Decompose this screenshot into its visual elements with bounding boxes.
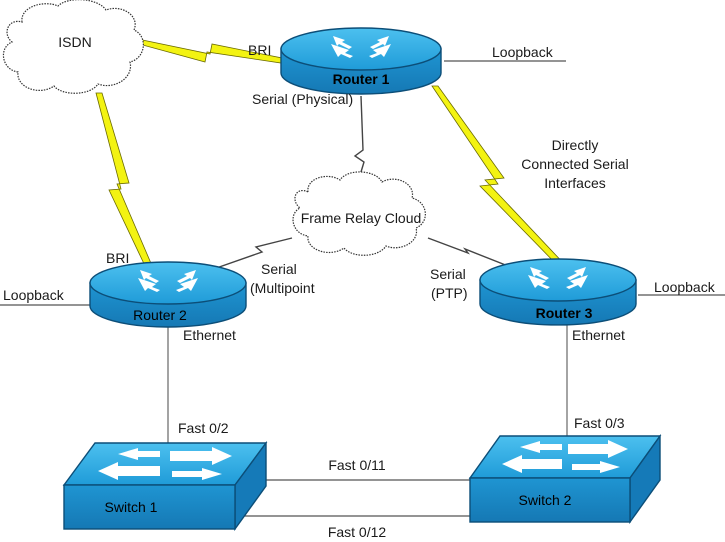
router-1-loopback-label: Loopback (492, 44, 554, 60)
frame-relay-cloud: Frame Relay Cloud (292, 171, 426, 256)
router-2-bri-label: BRI (106, 250, 129, 266)
switch-2-port-label: Fast 0/3 (574, 415, 625, 431)
router-2[interactable]: Router 2 (89, 261, 247, 328)
switch-icon (468, 433, 662, 525)
router-3-loopback-label: Loopback (654, 279, 716, 295)
router-3-serial-label-line2: (PTP) (431, 285, 468, 301)
router-2-loopback-label: Loopback (3, 287, 65, 303)
frame-relay-label: Frame Relay Cloud (301, 210, 422, 226)
fast-0-11-label: Fast 0/11 (328, 457, 386, 473)
switch-1-port-label: Fast 0/2 (178, 420, 229, 436)
router-1-serial-label: Serial (Physical) (252, 91, 353, 107)
router-icon (479, 258, 637, 326)
direct-serial-label-line3: Interfaces (544, 175, 605, 191)
router3-frame-relay-serial (427, 237, 519, 271)
router-3-ethernet-label: Ethernet (572, 327, 625, 343)
router-1-bri-label: BRI (248, 42, 271, 58)
isdn-cloud: ISDN (2, 0, 144, 94)
direct-serial-label-line1: Directly (552, 137, 599, 153)
switch-2[interactable]: Switch 2 (468, 433, 662, 525)
router-2-label: Router 2 (133, 307, 187, 323)
isdn-label: ISDN (58, 34, 91, 50)
router-2-serial-label-line1: Serial (261, 261, 297, 277)
router-1[interactable]: Router 1 (280, 27, 442, 95)
cloud-icon (2, 0, 144, 94)
switch-2-label: Switch 2 (519, 492, 572, 508)
router-3[interactable]: Router 3 (479, 258, 637, 326)
cloud-icon (292, 171, 426, 256)
switch-1[interactable]: Switch 1 (62, 440, 268, 532)
interface-labels: BRI Loopback Serial (Physical) Directly … (3, 42, 716, 540)
switch-icon (62, 440, 268, 532)
router-icon (280, 27, 442, 95)
router-2-ethernet-label: Ethernet (183, 327, 236, 343)
isdn-router2-bri-link (95, 92, 154, 269)
direct-serial-label-line2: Connected Serial (521, 156, 628, 172)
switch-1-label: Switch 1 (105, 499, 158, 515)
router-1-label: Router 1 (333, 71, 390, 87)
router-3-serial-label-line1: Serial (430, 266, 466, 282)
router2-frame-relay-serial (204, 237, 293, 273)
fast-0-12-label: Fast 0/12 (328, 524, 387, 540)
router-icon (89, 261, 247, 328)
router-2-serial-label-line2: (Multipoint (250, 280, 315, 296)
router-3-label: Router 3 (536, 305, 593, 321)
router1-frame-relay-serial (353, 95, 365, 183)
